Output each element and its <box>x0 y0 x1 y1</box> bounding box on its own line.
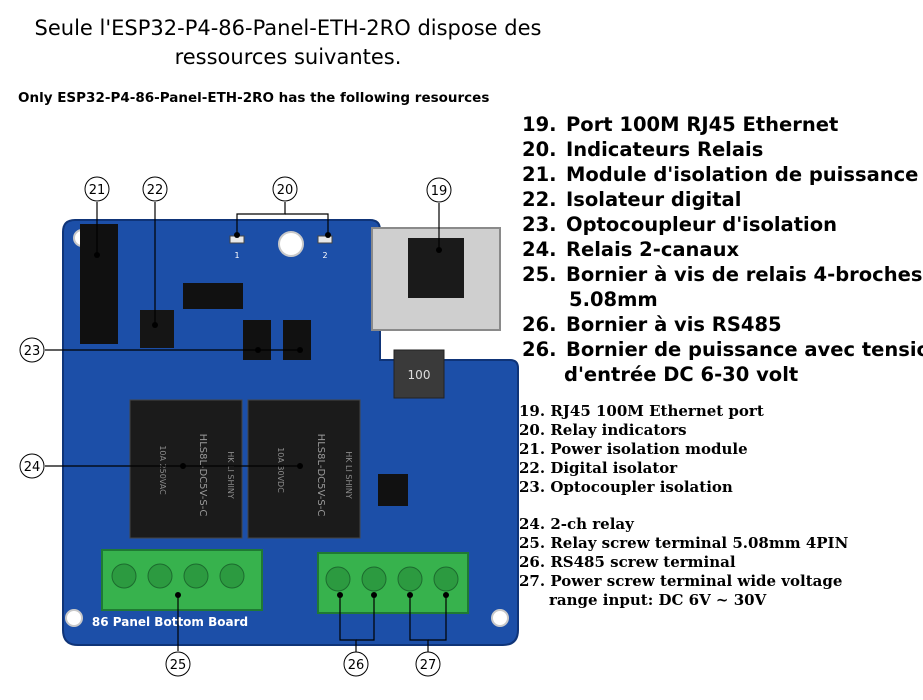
fr-item-26: 26. Bornier à vis RS485 <box>522 312 923 337</box>
callout-dots <box>94 232 449 598</box>
digital-isolator-chip <box>140 310 174 348</box>
callout-circle <box>84 176 110 202</box>
optocoupler <box>283 320 311 360</box>
en-item: 24. 2-ch relay <box>519 515 634 533</box>
fr-item-25: 25. Bornier à vis de relais 4-broches <box>522 262 923 287</box>
board-label: 86 Panel Bottom Board <box>92 615 248 629</box>
relay-rating-text: 10A 30VDC <box>276 447 285 493</box>
en-item: 21. Power isolation module <box>519 440 748 458</box>
relay-1 <box>129 399 243 539</box>
optocoupler <box>243 320 271 360</box>
rj45-opening <box>408 238 464 298</box>
fr-item-21: 21. Module d'isolation de puissance <box>522 162 923 187</box>
mounting-hole <box>65 609 83 627</box>
callout-label: 20 <box>277 183 294 198</box>
fr-item-text: Relais 2-canaux <box>566 238 740 261</box>
relay-indicator-led <box>317 235 333 244</box>
fr-item-number: 23. <box>522 213 557 236</box>
callout-circle <box>415 651 441 677</box>
fr-item-text: Bornier de puissance avec tension <box>566 338 923 361</box>
title-french-line1: Seule l'ESP32-P4-86-Panel-ETH-2RO dispos… <box>34 16 542 40</box>
title-french-line2: ressources suivantes. <box>174 45 402 69</box>
fr-item-number: 21. <box>522 163 557 186</box>
fr-item-text: Port 100M RJ45 Ethernet <box>566 113 839 136</box>
en-item: 23. Optocoupler isolation <box>519 478 733 496</box>
relay-rating-text: 10A 250VAC <box>158 445 167 495</box>
callout-label: 22 <box>147 183 164 198</box>
led-label-2: 2 <box>322 251 327 260</box>
terminal-screw <box>111 563 137 589</box>
callout-label: 26 <box>348 658 365 673</box>
terminal-screw <box>433 566 459 592</box>
callout-circle <box>272 176 298 202</box>
callout-label: 25 <box>170 658 187 673</box>
fr-item-25-continuation: 5.08mm <box>569 288 658 311</box>
fr-item-26b-continuation: d'entrée DC 6-30 volt <box>564 363 799 386</box>
fr-item-text: Module d'isolation de puissance <box>566 163 919 186</box>
list-gap <box>519 497 848 515</box>
title-french: Seule l'ESP32-P4-86-Panel-ETH-2RO dispos… <box>18 14 558 72</box>
fr-item-20: 20. Indicateurs Relais <box>522 137 923 162</box>
regulator-chip <box>378 474 408 506</box>
callout-circle <box>142 176 168 202</box>
callout-label: 19 <box>431 184 448 199</box>
callout-label: 24 <box>24 460 41 475</box>
relay-brand-text: HK LI SHINY <box>344 451 353 499</box>
fr-item-number: 19. <box>522 113 557 136</box>
terminal-screw <box>183 563 209 589</box>
fr-item-text: Bornier à vis de relais 4-broches <box>566 263 923 286</box>
french-resource-list: 19. Port 100M RJ45 Ethernet 20. Indicateur… <box>522 112 923 387</box>
terminal-screw <box>361 566 387 592</box>
callout-leaders <box>45 202 447 652</box>
relay-brand-text: HK LI SHINY <box>226 451 235 499</box>
fr-item-number: 25. <box>522 263 557 286</box>
fr-item-26b: 26. Bornier de puissance avec tension <box>522 337 923 362</box>
en-item: 26. RS485 screw terminal <box>519 553 736 571</box>
fr-item-24: 24. Relais 2-canaux <box>522 237 923 262</box>
fr-item-23: 23. Optocoupleur d'isolation <box>522 212 923 237</box>
fr-item-number: 20. <box>522 138 557 161</box>
en-item: 22. Digital isolator <box>519 459 678 477</box>
fr-item-number: 22. <box>522 188 557 211</box>
power-isolation-module <box>80 224 118 344</box>
fr-item-19: 19. Port 100M RJ45 Ethernet <box>522 112 923 137</box>
callout-circle <box>343 651 369 677</box>
english-resource-list: 19. RJ45 100M Ethernet port 20. Relay in… <box>519 402 848 610</box>
terminal-screw <box>147 563 173 589</box>
terminal-screw <box>219 563 245 589</box>
terminal-screw <box>397 566 423 592</box>
en-item: 20. Relay indicators <box>519 421 687 439</box>
en-item: 25. Relay screw terminal 5.08mm 4PIN <box>519 534 849 552</box>
inductor-code: 100 <box>408 368 431 382</box>
mounting-hole <box>278 231 304 257</box>
fr-item-text: Indicateurs Relais <box>566 138 764 161</box>
callout-circle <box>19 337 45 363</box>
fr-item-text: Bornier à vis RS485 <box>566 313 782 336</box>
terminal-screw <box>325 566 351 592</box>
en-item: 27. Power screw terminal wide voltage <box>519 572 843 590</box>
led-label-1: 1 <box>234 251 239 260</box>
pin-header <box>183 283 243 309</box>
fr-item-number: 24. <box>522 238 557 261</box>
relay-model-text: HLS8L-DC5V-S-C <box>315 434 326 517</box>
pcb-board-illustration: 1 2 100 HLS8L-DC5V-S-C HLS8L-DC5V-S-C HK… <box>19 176 519 677</box>
callout-circle <box>426 177 452 203</box>
fr-item-number: 26. <box>522 338 557 361</box>
fr-item-text: Isolateur digital <box>566 188 742 211</box>
title-english: Only ESP32-P4-86-Panel-ETH-2RO has the f… <box>18 90 490 106</box>
power-inductor <box>393 349 445 399</box>
mounting-hole <box>491 609 509 627</box>
callout-circle <box>165 651 191 677</box>
fr-item-text: Optocoupleur d'isolation <box>566 213 837 236</box>
callout-label: 27 <box>420 658 437 673</box>
fr-item-number: 26. <box>522 313 557 336</box>
relay-2 <box>247 399 361 539</box>
callout-label: 21 <box>89 183 106 198</box>
callout-circle <box>19 453 45 479</box>
callout-label: 23 <box>24 344 41 359</box>
en-item: 19. RJ45 100M Ethernet port <box>519 402 764 420</box>
fr-item-22: 22. Isolateur digital <box>522 187 923 212</box>
relay-model-text: HLS8L-DC5V-S-C <box>197 434 208 517</box>
en-item-continuation: range input: DC 6V ~ 30V <box>549 591 767 609</box>
